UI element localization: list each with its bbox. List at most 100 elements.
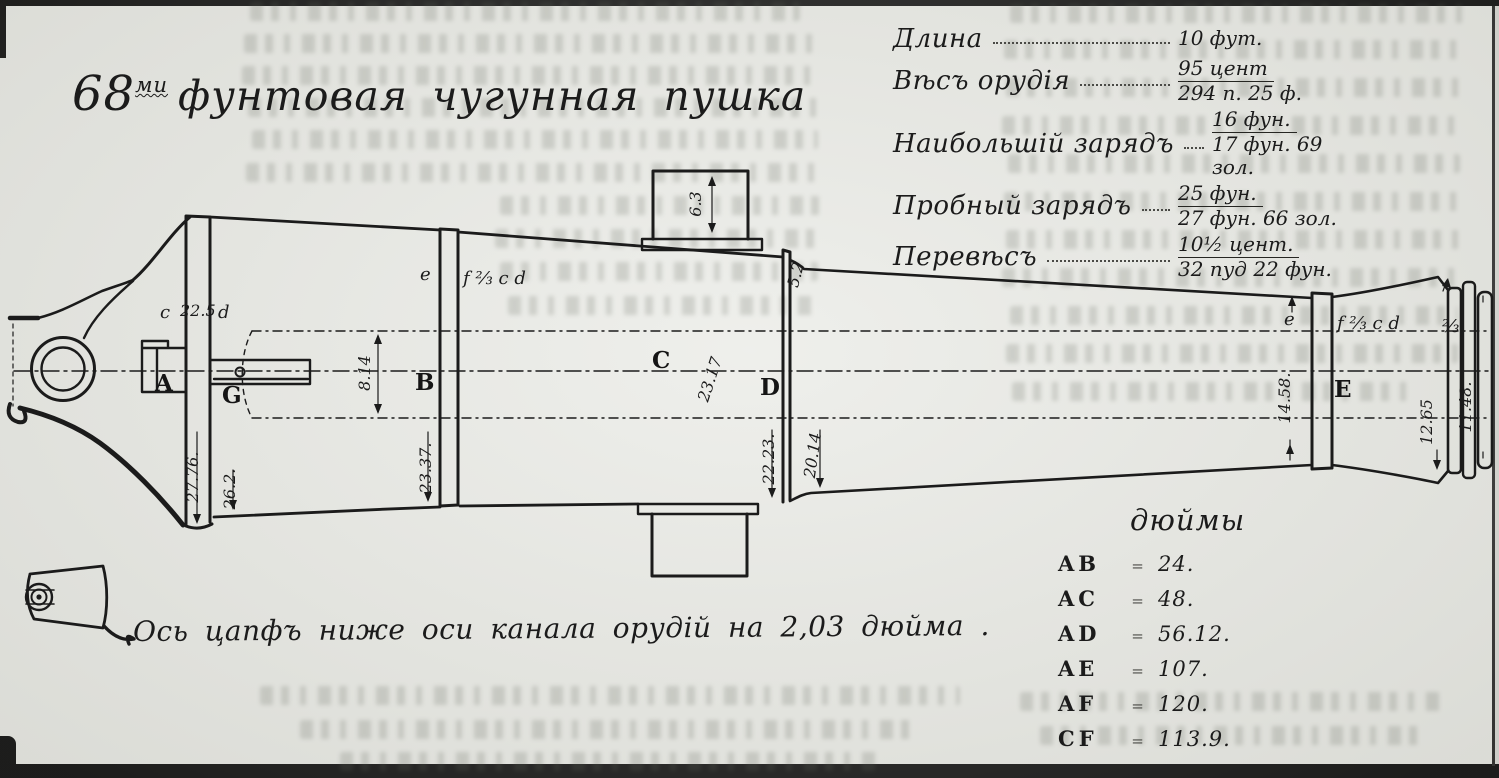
dim-b: 23.37. [416, 443, 435, 495]
inches-table-header: дюймы [1130, 503, 1246, 537]
trunnion-axis-caption: Ось цапфъ ниже оси канала орудій на 2,03… [132, 609, 990, 648]
dotted-leader [992, 30, 1170, 44]
table-row: AB = 24. [1058, 551, 1358, 576]
spec-label: Пробный зарядъ [893, 191, 1132, 221]
barrel-bottom-BD [458, 502, 640, 508]
bleedthrough-line [1040, 726, 1420, 745]
inches-table: дюймы AB = 24. AC = 48. AD = 56.12. AE =… [1058, 503, 1358, 761]
title-text: фунтовая чугунная пушка [178, 72, 807, 120]
spec-row-max-charge: Наибольшій зарядъ 16 фун.17 фун. 69 зол. [893, 108, 1363, 179]
base-ring-A [184, 214, 214, 530]
label-fcd-E: f ⅔ c d [1335, 313, 1400, 334]
barrel-top-BD [456, 230, 785, 259]
title-caliber: 68 [72, 66, 136, 122]
spec-label: Перевѣсъ [893, 242, 1038, 272]
point-label-D: D [760, 374, 780, 401]
bleedthrough-line [1008, 154, 1460, 173]
label-e-B: e [420, 264, 431, 285]
bleedthrough-line [250, 2, 800, 21]
segment-value: 24. [1158, 552, 1195, 576]
spec-value-bottom: 27 фун. 66 зол. [1178, 206, 1337, 230]
dim-d-rear: 22.23. [759, 434, 778, 486]
bleedthrough-line [1010, 4, 1465, 23]
spec-value-top: 16 фун. [1211, 108, 1297, 133]
equals-leader: = [1131, 732, 1144, 750]
muzzle-ring-2 [1461, 280, 1477, 480]
point-label-E: E [1334, 376, 1352, 403]
bleedthrough-line [1010, 306, 1458, 325]
bleedthrough-line [1002, 268, 1460, 287]
page-right-rule [1492, 6, 1495, 766]
label-d: d [218, 302, 230, 323]
bleedthrough-line [1002, 116, 1462, 135]
dotted-leader [1183, 135, 1204, 149]
table-row: CF = 113.9. [1058, 726, 1358, 751]
segment-key: AB [1058, 551, 1101, 576]
dim-a-inner: 26.2. [220, 469, 239, 511]
spec-value-bottom: 294 п. 25 ф. [1178, 81, 1302, 105]
equals-leader: = [1131, 592, 1144, 610]
bleedthrough-line [340, 752, 880, 771]
spec-row-length: Длина 10 фут. [893, 24, 1363, 54]
label-e-E: e [1284, 309, 1295, 330]
segment-key: AC [1058, 586, 1100, 611]
point-label-B: B [415, 369, 434, 396]
dim-muzzle-face: 11.48. [1456, 382, 1475, 433]
bleedthrough-line [508, 296, 813, 315]
trunnion-bottom-block [650, 512, 749, 578]
spec-label: Длина [893, 24, 983, 54]
barrel-bottom-AB [212, 505, 442, 519]
vent-field [140, 339, 188, 394]
scan-edge-bottom [0, 764, 1499, 778]
table-row: AD = 56.12. [1058, 621, 1358, 646]
dotted-leader [1047, 248, 1170, 262]
bleedthrough-line [242, 66, 822, 85]
vent-hole [234, 366, 246, 378]
barrel-top-AB [208, 215, 442, 232]
bleedthrough-line [1006, 344, 1458, 363]
chase-top [788, 258, 1314, 300]
equals-leader: = [1131, 697, 1144, 715]
bleedthrough-line [244, 34, 820, 53]
breech-top-curve2 [131, 215, 192, 282]
cascabel-hook-bottom [6, 402, 28, 425]
dimension-lines [196, 177, 1484, 521]
cascabel-ring-outer [30, 336, 96, 402]
point-label-A: A [154, 370, 174, 397]
trunnion-face-band [25, 589, 55, 605]
chamber-end-line [241, 330, 253, 419]
trunnion-face-circle-outer [24, 582, 54, 612]
table-row: AF = 120. [1058, 691, 1358, 716]
segment-key: CF [1058, 726, 1098, 751]
spec-value-bottom: 32 пуд 22 фун. [1178, 257, 1332, 281]
dim-trunnion: 6.3 [686, 191, 705, 216]
spec-label: Вѣсъ орудія [893, 66, 1071, 96]
bleedthrough-line [500, 196, 820, 215]
segment-value: 113.9. [1158, 727, 1231, 751]
vent-patch-bar [208, 358, 312, 386]
muzzle-ring-1 [1446, 286, 1463, 475]
bleedthrough-line [1006, 78, 1464, 97]
cascabel-ring-inner [40, 346, 86, 392]
spec-row-preponderance: Перевѣсъ 10½ цент.32 пуд 22 фун. [893, 233, 1363, 281]
scan-edge-top [0, 0, 1499, 6]
bleedthrough-line [1006, 230, 1461, 249]
segment-value: 56.12. [1158, 622, 1231, 646]
segment-key: AF [1058, 691, 1098, 716]
chase-bottom [788, 463, 1314, 503]
spec-value-bottom: 17 фун. 69 зол. [1211, 132, 1323, 179]
trunnion-top-flange [640, 237, 764, 252]
point-label-C: C [652, 347, 670, 374]
spec-value: 10 фут. [1178, 26, 1263, 50]
bleedthrough-line [246, 163, 818, 182]
breech-bottom-curve [17, 405, 186, 528]
breech-neck-curve [82, 279, 135, 340]
ring-E [1310, 291, 1334, 471]
bleedthrough-line [500, 262, 818, 281]
bleedthrough-line [252, 130, 818, 149]
